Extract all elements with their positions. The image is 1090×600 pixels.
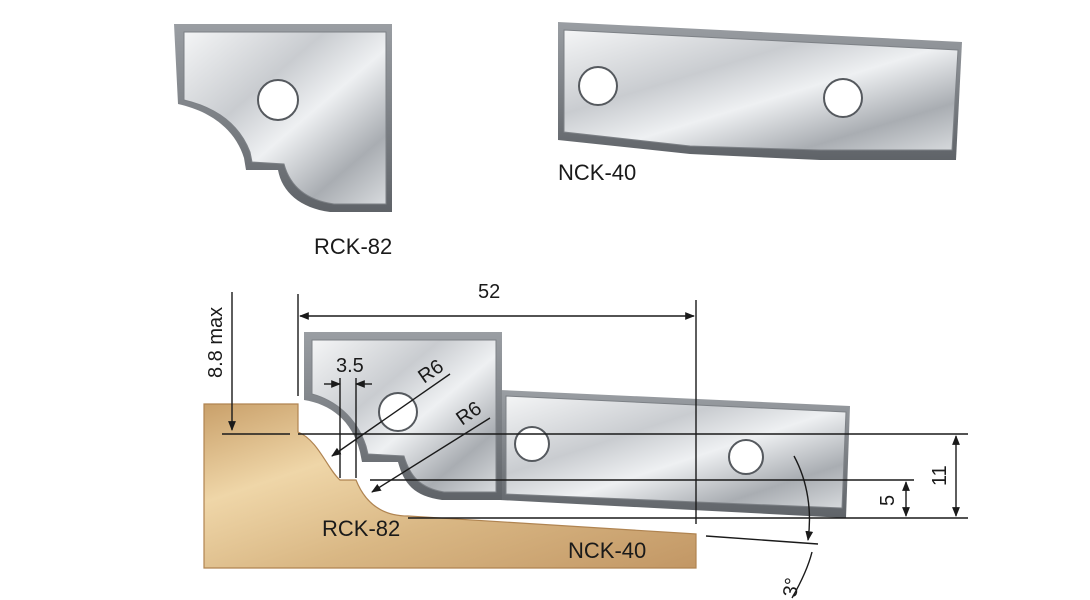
nck-40-knife-assembled: [500, 390, 850, 518]
nck-40-label-top: NCK-40: [558, 160, 636, 185]
rck-82-label-top: RCK-82: [314, 234, 392, 259]
nck-40-assembled-hole-right: [728, 439, 764, 475]
nck-40-hole-right: [823, 78, 863, 118]
nck-40-hole-left: [578, 66, 618, 106]
nck-40-body: [563, 29, 959, 151]
rck-82-label-bottom: RCK-82: [322, 516, 400, 541]
rck-82-knife-top: [174, 24, 392, 212]
dimension-3-5: 3.5: [336, 355, 364, 377]
nck-40-label-bottom: NCK-40: [568, 538, 646, 563]
nck-40-knife-top: [558, 22, 962, 160]
rck-82-assembled-hole: [378, 392, 418, 432]
wood-profile: [203, 403, 697, 569]
dimension-5: 5: [877, 495, 899, 506]
dimension-lines: [222, 292, 968, 599]
nck-40-assembled-hole-left: [514, 426, 550, 462]
dimension-52: 52: [478, 281, 500, 303]
dimension-8-8-max: 8.8 max: [205, 307, 227, 378]
dimension-angle-3-deg: 3°: [779, 576, 804, 599]
dimension-11: 11: [929, 465, 951, 486]
rck-82-mounting-hole: [257, 79, 299, 121]
rck-82-knife-assembled: [304, 332, 502, 500]
